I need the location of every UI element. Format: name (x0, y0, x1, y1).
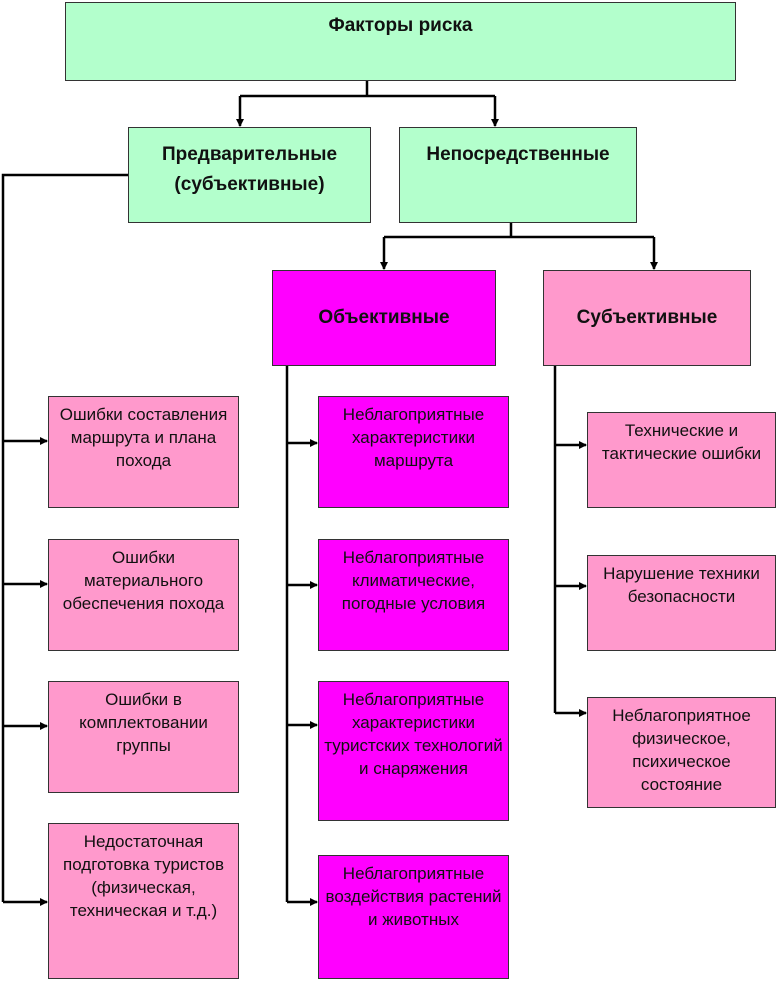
item-text: Ошибки в комплектовании группы (79, 690, 208, 755)
objective-item: Неблагоприятные характеристики туристски… (318, 681, 509, 821)
objective-item: Неблагоприятные характеристики маршрута (318, 396, 509, 508)
item-text: Неблагоприятное физическое, психическое … (612, 706, 751, 794)
subjective-factors-box: Субъективные (543, 270, 751, 366)
item-text: Неблагоприятные характеристики маршрута (342, 405, 485, 470)
objective-item: Неблагоприятные воздействия растений и ж… (318, 855, 509, 979)
root-risk-factors-box: Факторы риска (65, 2, 736, 81)
subjective-item: Неблагоприятное физическое, психическое … (587, 697, 776, 808)
item-text: Технические и тактические ошибки (601, 421, 762, 463)
subjective-label: Субъективные (576, 307, 718, 328)
preliminary-item: Ошибки материального обеспечения похода (48, 539, 239, 651)
objective-item: Неблагоприятные климатические, погодные … (318, 539, 509, 651)
immediate-factors-box: Непосредственные (399, 127, 637, 223)
objective-label: Объективные (318, 307, 450, 328)
objective-factors-box: Объективные (272, 270, 496, 366)
subjective-item: Технические и тактические ошибки (587, 412, 776, 508)
root-label: Факторы риска (328, 15, 473, 36)
subjective-item: Нарушение техники безопасности (587, 555, 776, 651)
preliminary-label-line1: Предварительные (161, 144, 338, 165)
item-text: Ошибки составления маршрута и плана похо… (59, 405, 228, 470)
item-text: Недостаточная подготовка туристов (физич… (62, 832, 224, 920)
item-text: Нарушение техники безопасности (603, 564, 760, 606)
preliminary-factors-box: Предварительные (субъективные) (128, 127, 371, 223)
item-text: Неблагоприятные климатические, погодные … (341, 548, 486, 613)
preliminary-item: Недостаточная подготовка туристов (физич… (48, 823, 239, 979)
item-text: Неблагоприятные характеристики туристски… (324, 690, 503, 778)
item-text: Ошибки материального обеспечения похода (62, 548, 225, 613)
immediate-label: Непосредственные (426, 144, 610, 165)
item-text: Неблагоприятные воздействия растений и ж… (325, 864, 502, 929)
preliminary-label-line2: (субъективные) (174, 174, 325, 195)
preliminary-item: Ошибки в комплектовании группы (48, 681, 239, 793)
preliminary-item: Ошибки составления маршрута и плана похо… (48, 396, 239, 508)
